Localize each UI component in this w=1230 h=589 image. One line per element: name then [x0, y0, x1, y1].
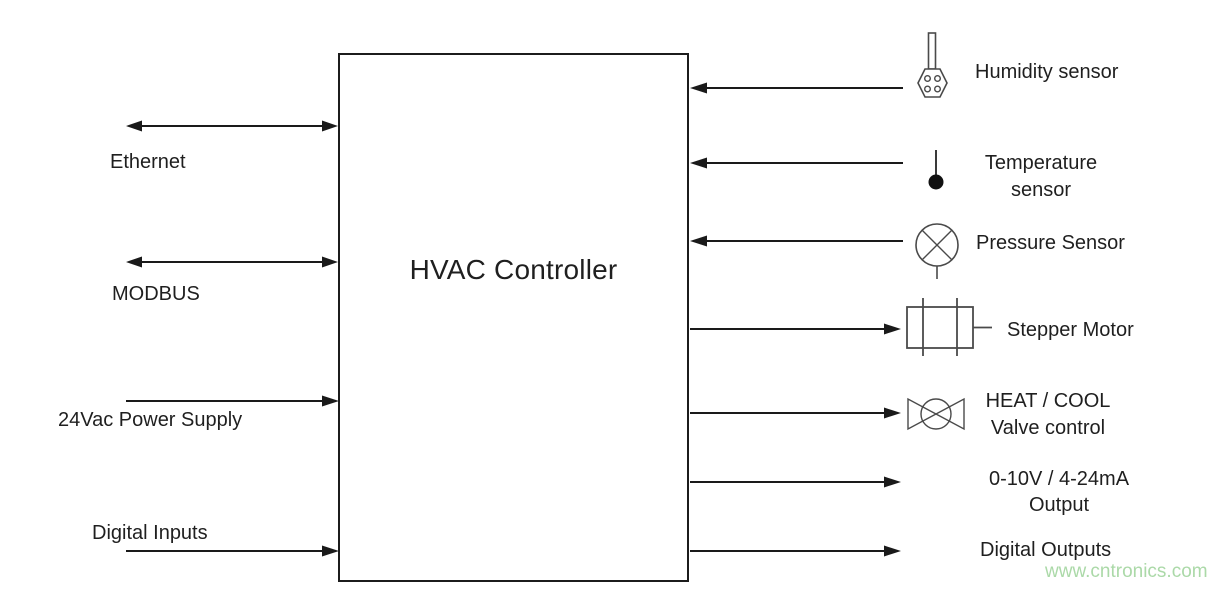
hvac-controller-box — [338, 53, 689, 582]
pressure-sensor-label: Pressure Sensor — [976, 232, 1125, 254]
stepper-motor-label: Stepper Motor — [1007, 319, 1134, 341]
analog-output-arrow — [690, 476, 901, 488]
analog-output-label-line2: Output — [1028, 494, 1090, 516]
temperature-sensor-label-line1: Temperature — [984, 152, 1098, 174]
stepper-motor-arrow — [690, 323, 901, 335]
temperature-sensor-icon — [928, 150, 944, 190]
power-supply-label: 24Vac Power Supply — [58, 409, 243, 431]
pressure-sensor-icon — [915, 223, 959, 279]
temperature-sensor-label-line2: sensor — [1010, 179, 1072, 201]
pressure-sensor-arrow — [690, 235, 903, 247]
digital-outputs-label: Digital Outputs — [980, 539, 1112, 561]
analog-output-label-line1: 0-10V / 4-24mA — [988, 468, 1130, 490]
temperature-sensor-arrow — [690, 157, 903, 169]
ethernet-arrow — [126, 120, 338, 132]
ethernet-label: Ethernet — [110, 151, 186, 173]
humidity-sensor-arrow — [690, 82, 903, 94]
digital-inputs-label: Digital Inputs — [92, 522, 208, 544]
humidity-sensor-icon — [917, 32, 948, 98]
humidity-sensor-label: Humidity sensor — [975, 61, 1119, 83]
stepper-motor-icon — [906, 298, 992, 356]
valve-control-label-line1: HEAT / COOL — [985, 390, 1111, 412]
valve-control-arrow — [690, 407, 901, 419]
valve-control-label: HEAT / COOL Valve control — [986, 388, 1111, 442]
analog-output-label: 0-10V / 4-24mA Output — [989, 466, 1129, 518]
digital-outputs-arrow — [690, 545, 901, 557]
temperature-sensor-label: Temperature sensor — [985, 150, 1097, 204]
digital-inputs-arrow — [126, 545, 339, 557]
watermark-text: www.cntronics.com — [1045, 561, 1208, 582]
valve-control-label-line2: Valve control — [990, 417, 1106, 439]
hvac-controller-title: HVAC Controller — [409, 254, 618, 285]
modbus-label: MODBUS — [112, 283, 200, 305]
valve-icon — [907, 397, 965, 431]
modbus-arrow — [126, 256, 338, 268]
power-supply-arrow — [126, 395, 339, 407]
